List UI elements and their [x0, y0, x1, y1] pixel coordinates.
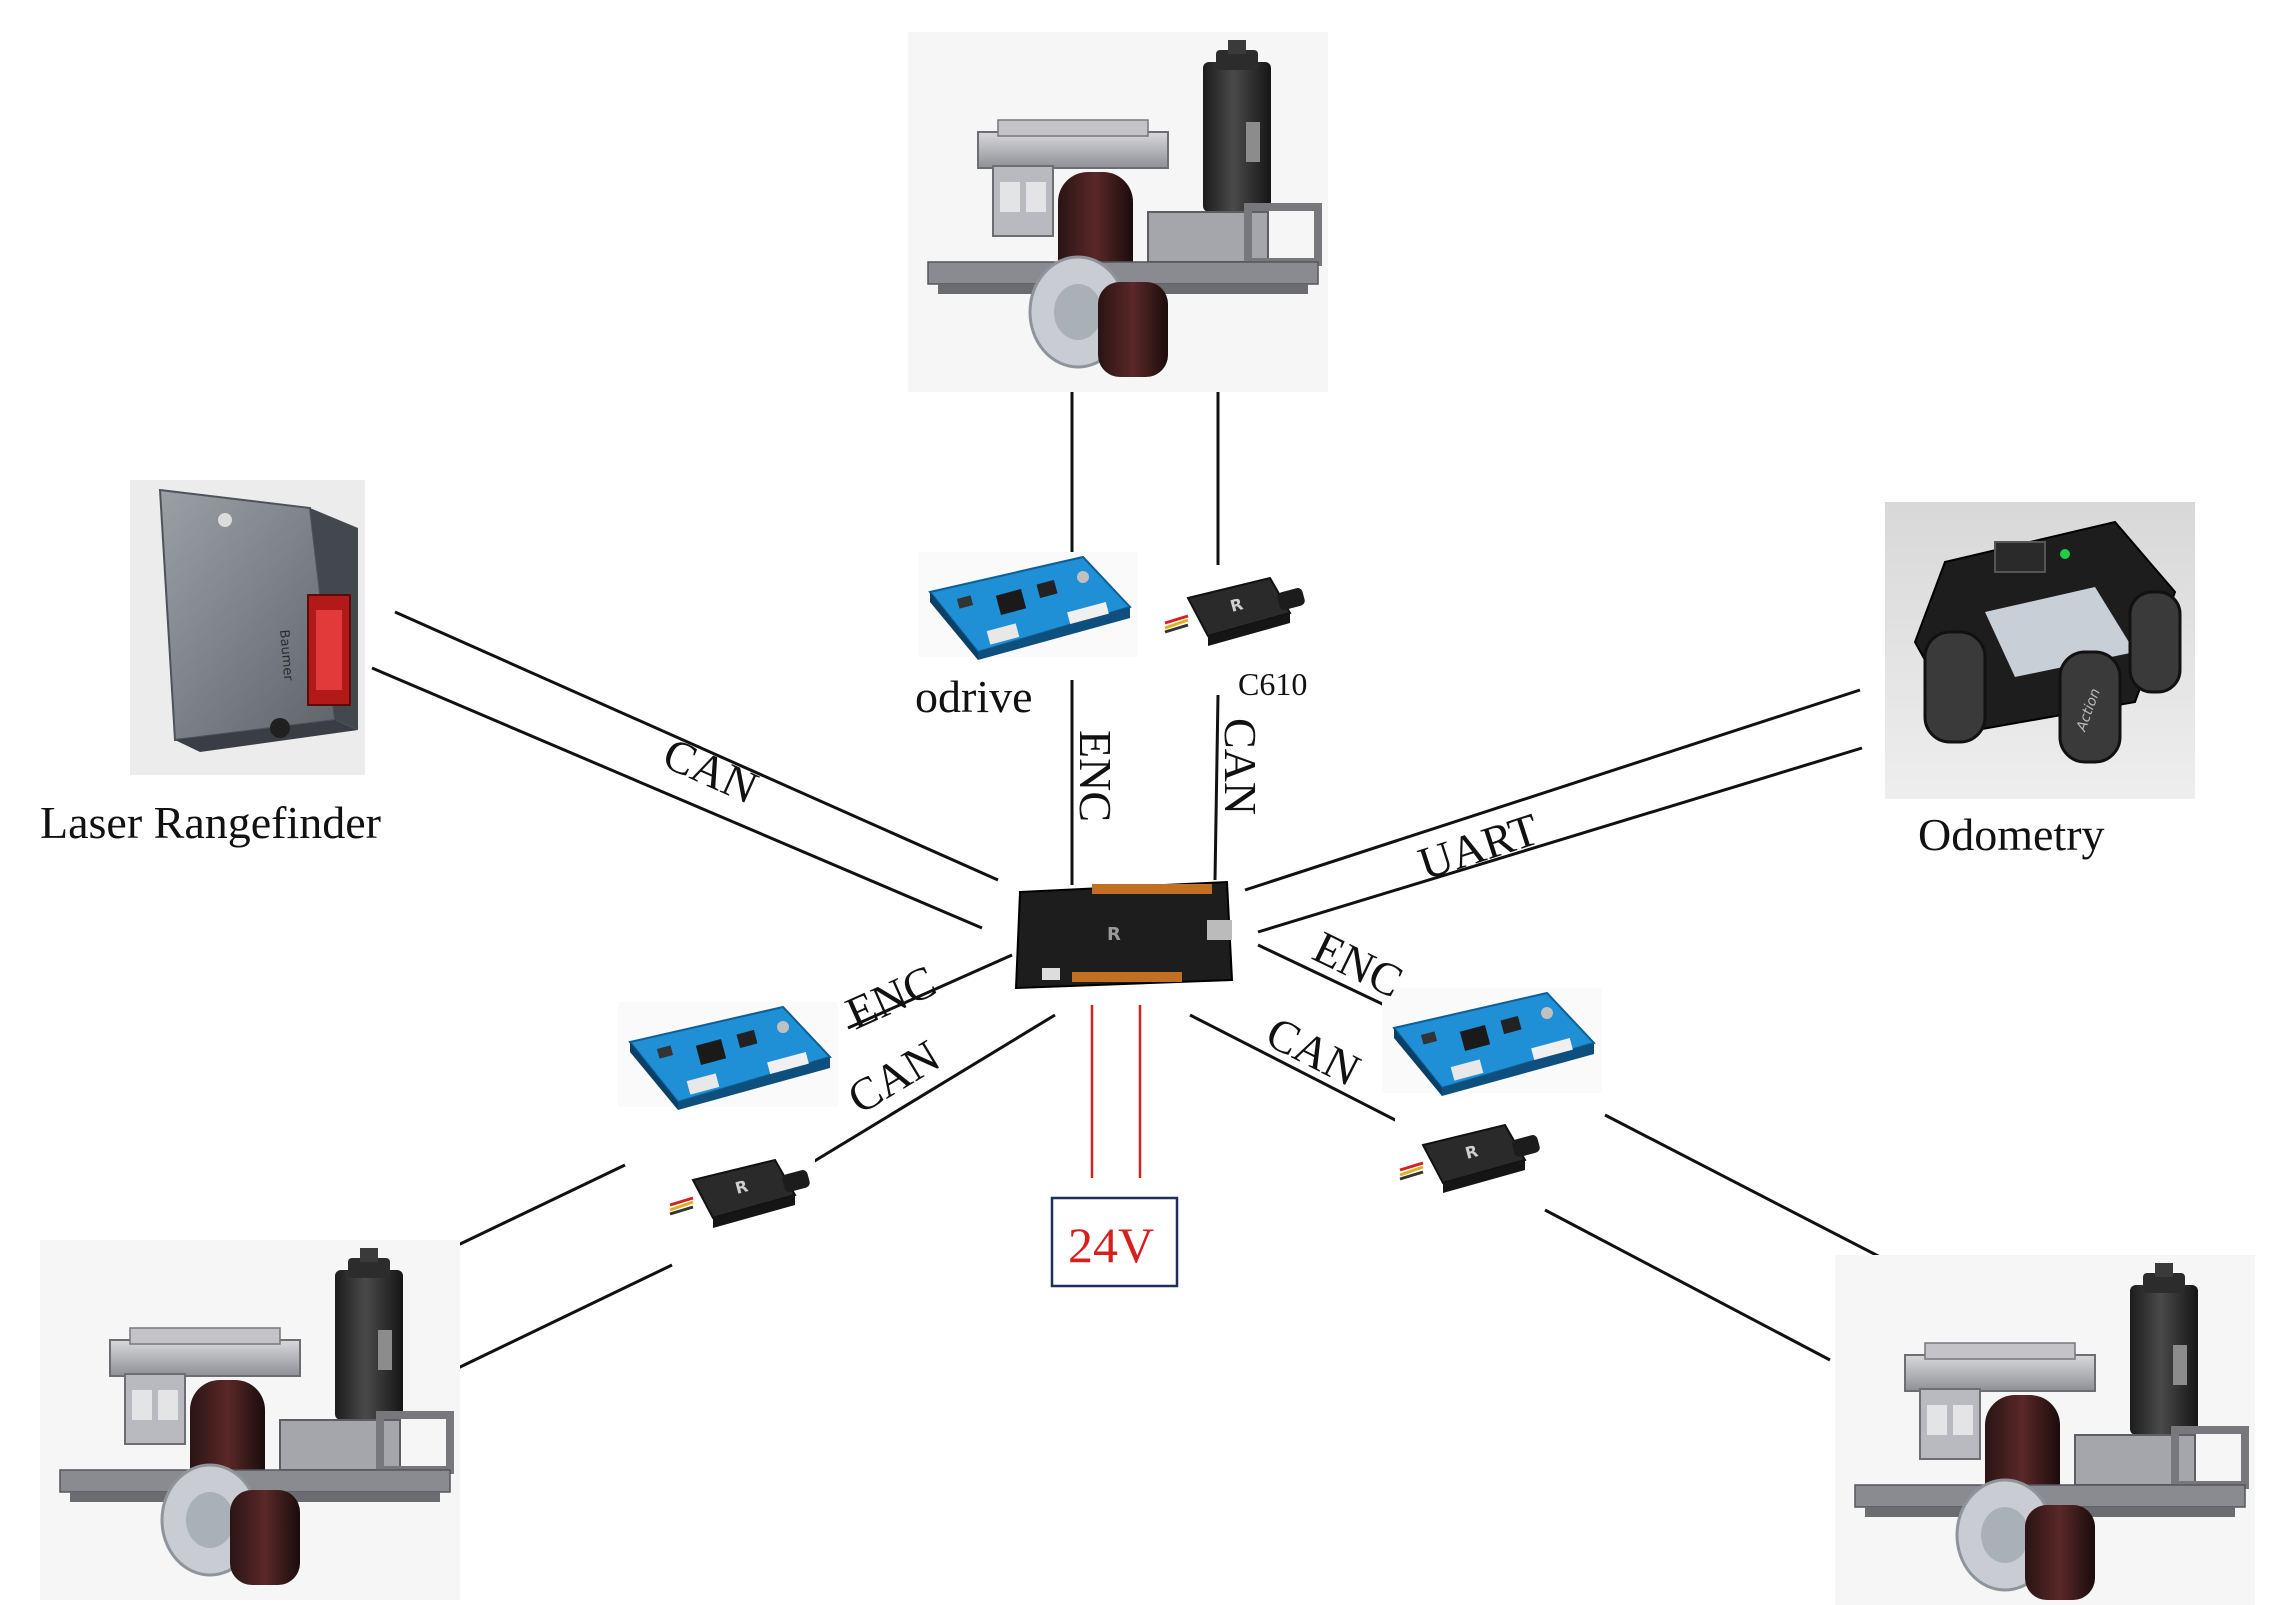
power-box [1050, 1196, 1179, 1288]
wire-right-wheel-c610 [1544, 1208, 1831, 1362]
wire-top-can [1213, 694, 1220, 881]
link-label-right-can: CAN [1258, 1006, 1368, 1096]
svg-text:R: R [1107, 924, 1121, 945]
link-label-left-can: CAN [839, 1030, 949, 1124]
c610-label: C610 [1238, 666, 1307, 702]
wire-left-wheel-c610 [457, 1263, 673, 1370]
link-label-top-enc: ENC [1070, 730, 1121, 822]
laser-rangefinder-icon: Baumer [130, 480, 365, 775]
wire-laser-2 [371, 666, 983, 930]
wire-left-wheel-odrive [457, 1163, 626, 1247]
link-label-odometry-uart: UART [1412, 803, 1544, 889]
odrive-board-icon [917, 551, 1139, 661]
odometry-label: Odometry [1918, 809, 2105, 860]
wheel-module-icon [908, 32, 1328, 392]
c610-esc-icon [1158, 566, 1312, 655]
odrive-label: odrive [915, 671, 1033, 722]
wheel-module-icon [40, 1240, 460, 1600]
link-label-top-can: CAN [1215, 718, 1266, 815]
wire-right-can [1189, 1013, 1406, 1127]
laser-brand-text: Baumer [276, 629, 295, 682]
laser-rangefinder-label: Laser Rangefinder [40, 797, 381, 848]
wire-right-wheel-odrive [1604, 1113, 1916, 1277]
wire-right-enc [1257, 943, 1396, 1012]
link-label-laser-can: CAN [656, 728, 765, 814]
wire-laser-1 [394, 610, 999, 882]
odometry-module-icon: Action [1885, 502, 2195, 799]
odrive-board-icon [1381, 987, 1603, 1097]
odrive-board-icon [617, 1001, 839, 1111]
wires [371, 310, 1916, 1370]
link-label-left-enc: ENC [838, 955, 943, 1039]
c610-esc-icon [1393, 1113, 1547, 1202]
wire-left-can [807, 1013, 1056, 1167]
main-controller-board-icon: R [1014, 880, 1234, 990]
wire-odometry-1 [1244, 688, 1861, 892]
wire-odometry-2 [1257, 746, 1863, 934]
power-label: 24V [1068, 1217, 1154, 1273]
wheel-module-icon [1835, 1255, 2255, 1605]
wire-left-enc [847, 953, 1013, 1030]
c610-esc-icon [663, 1148, 817, 1237]
